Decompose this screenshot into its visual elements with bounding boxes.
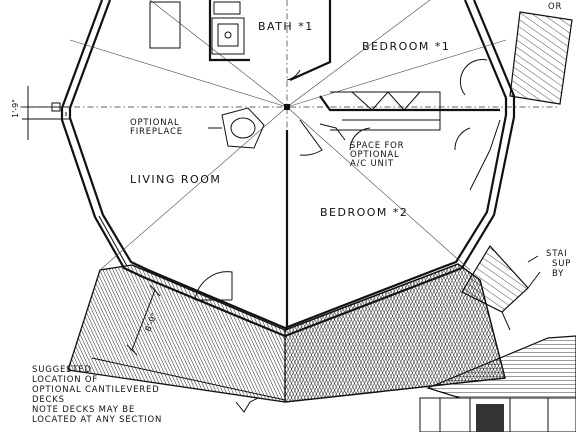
doors: [194, 59, 488, 301]
deck-note-4: DECKS: [32, 395, 65, 405]
deck-note-1: SUGGESTED: [32, 365, 92, 375]
living-room-label: LIVING ROOM: [130, 173, 221, 186]
center-post: [284, 104, 290, 110]
left-post: [51, 102, 61, 112]
deck-note-2: LOCATION OF: [32, 375, 98, 385]
ac-label-2: OPTIONAL: [350, 150, 400, 160]
stair-label-3: BY: [552, 269, 564, 279]
bath-label: BATH *1: [258, 20, 314, 33]
fireplace: [221, 107, 265, 149]
top-right-stair: [509, 11, 573, 105]
bedroom2-label: BEDROOM *2: [320, 206, 408, 219]
bath-fixtures: [149, 1, 245, 55]
fireplace-label-1: OPTIONAL: [130, 118, 180, 128]
leader-lines: [208, 123, 539, 413]
stair-label-1: STAI: [546, 249, 567, 259]
deck-note-5: NOTE DECKS MAY BE: [32, 405, 135, 415]
dim-left-label: 1'-9": [11, 99, 20, 118]
ac-label-1: SPACE FOR: [350, 141, 404, 151]
right-stairs: [461, 245, 541, 331]
stair-label-2: SUP: [552, 259, 571, 269]
ac-label-3: A/C UNIT: [350, 159, 394, 169]
deck-hatched: [67, 263, 506, 403]
interior-walls: [195, 0, 501, 330]
deck-note-6: LOCATED AT ANY SECTION: [32, 415, 162, 425]
perspective-view: [419, 335, 576, 432]
deck-note-3: OPTIONAL CANTILEVERED: [32, 385, 160, 395]
bedroom1-label: BEDROOM *1: [362, 40, 450, 53]
fireplace-label-2: FIREPLACE: [130, 127, 183, 137]
corner-label: OR: [548, 2, 562, 12]
